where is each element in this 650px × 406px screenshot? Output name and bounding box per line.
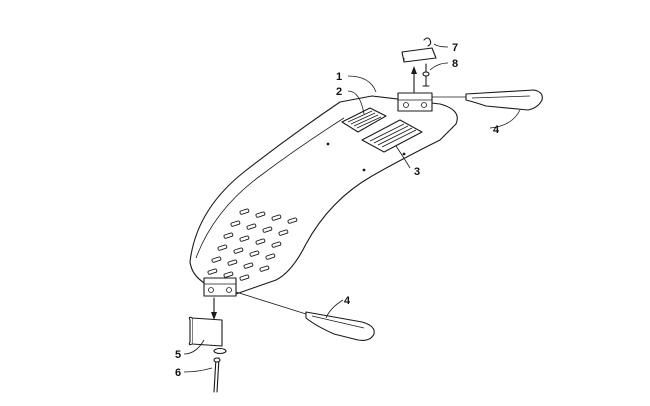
vent-slots (207, 208, 298, 281)
callout-8: 8 (452, 58, 458, 70)
mount-hole (362, 168, 366, 172)
mount-hole (402, 152, 406, 156)
callout-7: 7 (452, 42, 458, 54)
assembly-arrow-top (411, 66, 417, 93)
callout-3: 3 (414, 166, 420, 178)
decal-2 (341, 107, 387, 133)
callout-2: 2 (336, 86, 342, 98)
pin-6 (213, 357, 221, 393)
callout-labels: 1 2 3 4 4 5 6 7 8 (175, 42, 500, 379)
latch-handle-upper (432, 89, 543, 111)
bottom-hinge (203, 277, 237, 297)
top-hinge (397, 92, 433, 112)
panel-contour (195, 117, 345, 259)
pin-8 (422, 63, 430, 87)
callout-leaders (183, 43, 521, 373)
hinge-cap-7 (401, 37, 437, 63)
callout-4-upper: 4 (493, 124, 500, 136)
assembly-arrow-bottom (211, 297, 217, 320)
callout-5: 5 (175, 349, 181, 361)
hinge-cap-5 (188, 316, 227, 355)
latch-handle-lower (235, 291, 375, 341)
callout-4-lower: 4 (344, 295, 351, 307)
callout-6: 6 (175, 367, 181, 379)
decal-3 (361, 119, 423, 153)
callout-1: 1 (336, 71, 342, 83)
panel-assembly (189, 92, 458, 297)
mount-hole (326, 142, 330, 146)
